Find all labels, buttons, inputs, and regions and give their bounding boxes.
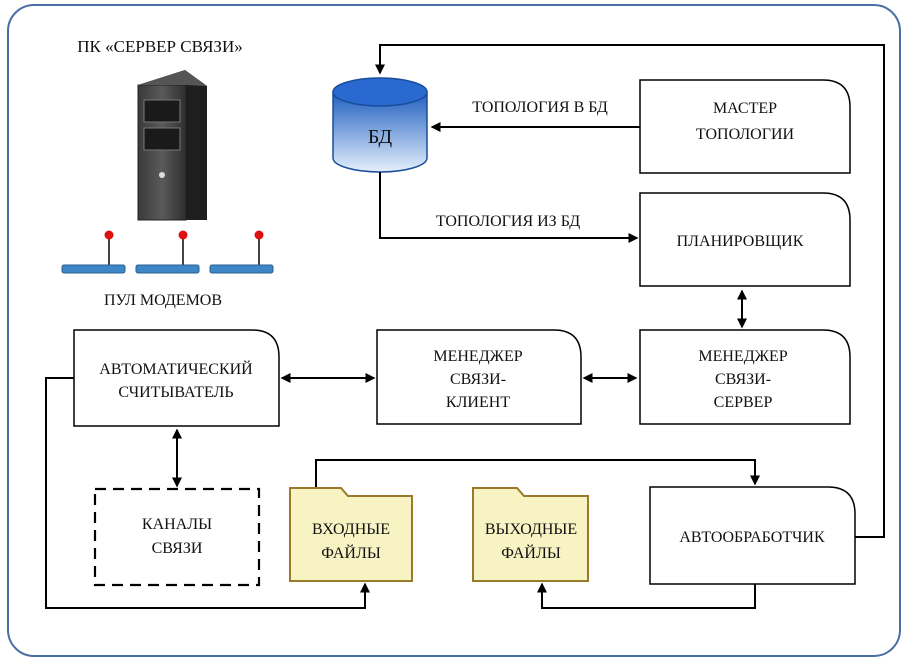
database-cylinder: БД [332,77,428,173]
output-files-line-2: ФАЙЛЫ [501,543,561,562]
auto-reader-line-2: СЧИТЫВАТЕЛЬ [118,384,233,401]
modem-icon-3 [209,230,274,274]
auto-reader-box: АВТОМАТИЧЕСКИЙ СЧИТЫВАТЕЛЬ [73,329,280,427]
comm-manager-server-line-1: МЕНЕДЖЕР [698,348,787,365]
topology-master-line-2: ТОПОЛОГИИ [696,126,795,143]
scheduler-line-1: ПЛАНИРОВЩИК [677,233,804,250]
comm-manager-client-line-3: КЛИЕНТ [446,394,510,411]
input-files-line-2: ФАЙЛЫ [321,543,381,562]
topology-from-db-label: ТОПОЛОГИЯ ИЗ БД [436,213,580,230]
comm-channels-box: КАНАЛЫ СВЯЗИ [93,487,261,587]
autoprocessor-to-db-arrow [375,44,885,538]
topology-master-box: МАСТЕР ТОПОЛОГИИ [639,79,851,174]
comm-channels-line-1: КАНАЛЫ [142,516,212,533]
reader-to-input-files-arrow [45,377,370,609]
topology-to-db-label: ТОПОЛОГИЯ В БД [472,99,608,116]
comm-manager-client-line-1: МЕНЕДЖЕР [433,348,522,365]
database-label: БД [368,126,393,148]
modem-pool-label: ПУЛ МОДЕМОВ [104,292,222,309]
processor-to-output-files-arrow [537,582,756,609]
auto-processor-box: АВТООБРАБОТЧИК [649,486,856,585]
comm-channels-line-2: СВЯЗИ [152,540,203,557]
auto-processor-line-1: АВТООБРАБОТЧИК [679,529,825,546]
input-files-line-1: ВХОДНЫЕ [312,521,390,538]
server-tower-icon [137,70,207,221]
scheduler-box: ПЛАНИРОВЩИК [639,192,851,287]
comm-manager-server-line-2: СВЯЗИ- [715,371,771,388]
modem-icon-2 [135,230,200,274]
auto-reader-line-1: АВТОМАТИЧЕСКИЙ [99,359,253,378]
input-files-to-processor-arrow [315,459,760,487]
output-files-folder: ВЫХОДНЫЕ ФАЙЛЫ [472,487,589,582]
topology-from-db-arrow [379,172,639,243]
comm-manager-server-line-3: СЕРВЕР [714,394,773,411]
comm-manager-client-box: МЕНЕДЖЕР СВЯЗИ- КЛИЕНТ [376,329,582,425]
comm-manager-server-box: МЕНЕДЖЕР СВЯЗИ- СЕРВЕР [639,329,851,425]
input-files-folder: ВХОДНЫЕ ФАЙЛЫ [289,487,413,582]
comm-manager-client-line-2: СВЯЗИ- [450,371,506,388]
pc-title: ПК «СЕРВЕР СВЯЗИ» [77,37,242,56]
topology-master-line-1: МАСТЕР [713,100,777,117]
modem-icon-1 [61,230,126,274]
output-files-line-1: ВЫХОДНЫЕ [485,521,577,538]
